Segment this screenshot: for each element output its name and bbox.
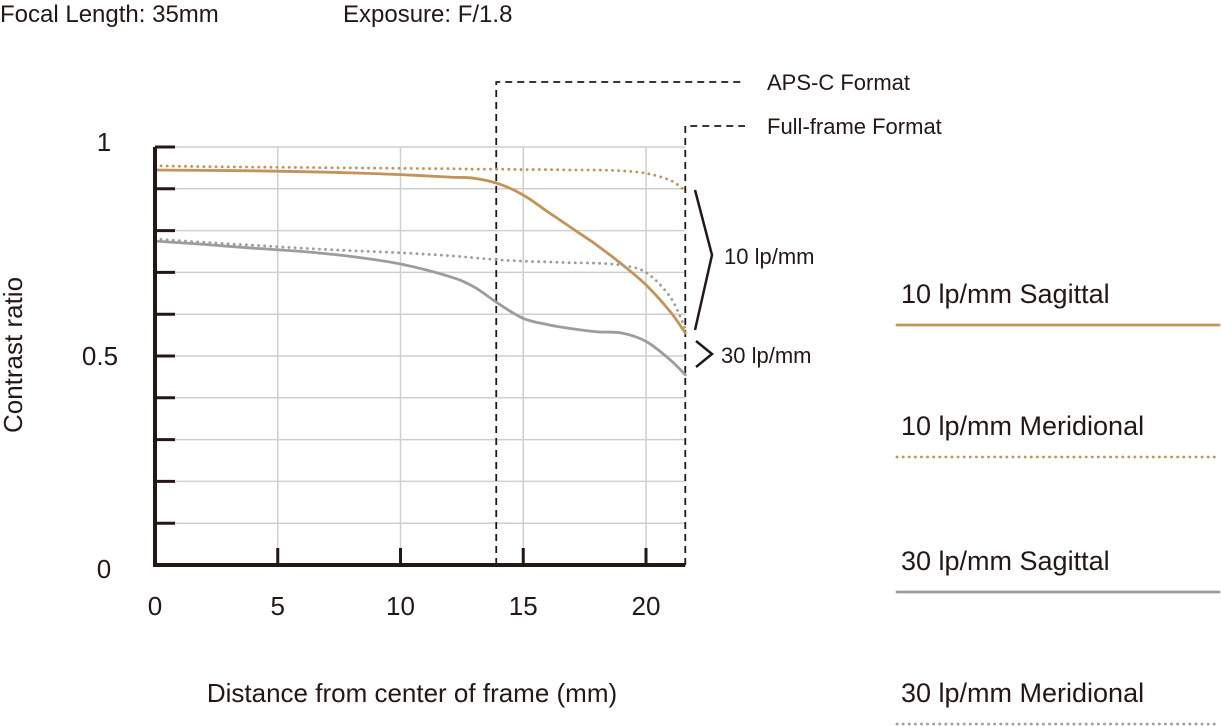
legend-label-3: 30 lp/mm Sagittal	[901, 546, 1110, 576]
format-marker-label: Full-frame Format	[767, 114, 942, 139]
annotation-30lp: 30 lp/mm	[721, 343, 811, 368]
legend-label-1: 10 lp/mm Sagittal	[901, 279, 1110, 309]
annotation-10lp: 10 lp/mm	[724, 244, 814, 269]
legend-label-4: 30 lp/mm Meridional	[901, 678, 1144, 708]
exposure-label: Exposure: F/1.8	[343, 1, 512, 28]
focal-length-label: Focal Length: 35mm	[0, 1, 219, 28]
series-lines	[153, 164, 687, 377]
axes	[153, 145, 686, 567]
grid	[155, 146, 686, 565]
format-marker-line	[684, 125, 745, 565]
format-marker-label: APS-C Format	[767, 70, 910, 95]
x-tick-label: 0	[148, 591, 162, 621]
tick-labels: 0 5 10 15 20 0 0.5 1	[82, 127, 661, 621]
bracket-10lp	[693, 189, 714, 331]
y-tick-label: 1	[97, 127, 111, 157]
x-tick-label: 5	[271, 591, 285, 621]
annotations: 10 lp/mm 30 lp/mm	[693, 189, 814, 368]
x-tick-label: 20	[632, 591, 661, 621]
legend-label-2: 10 lp/mm Meridional	[901, 411, 1144, 441]
legend: 10 lp/mm Sagittal 10 lp/mm Meridional 30 l…	[895, 279, 1221, 726]
x-axis-label: Distance from center of frame (mm)	[207, 678, 617, 708]
series-line-1	[153, 168, 687, 335]
x-tick-label: 15	[509, 591, 538, 621]
series-line-2	[153, 164, 687, 193]
series-line-3	[153, 239, 687, 377]
series-line-4	[153, 237, 687, 331]
y-tick-label: 0.5	[82, 341, 118, 371]
y-axis-label: Contrast ratio	[0, 277, 28, 433]
x-tick-label: 10	[386, 591, 415, 621]
bracket-30lp	[695, 340, 714, 368]
y-tick-label: 0	[97, 554, 111, 584]
format-marker-line	[495, 81, 745, 565]
